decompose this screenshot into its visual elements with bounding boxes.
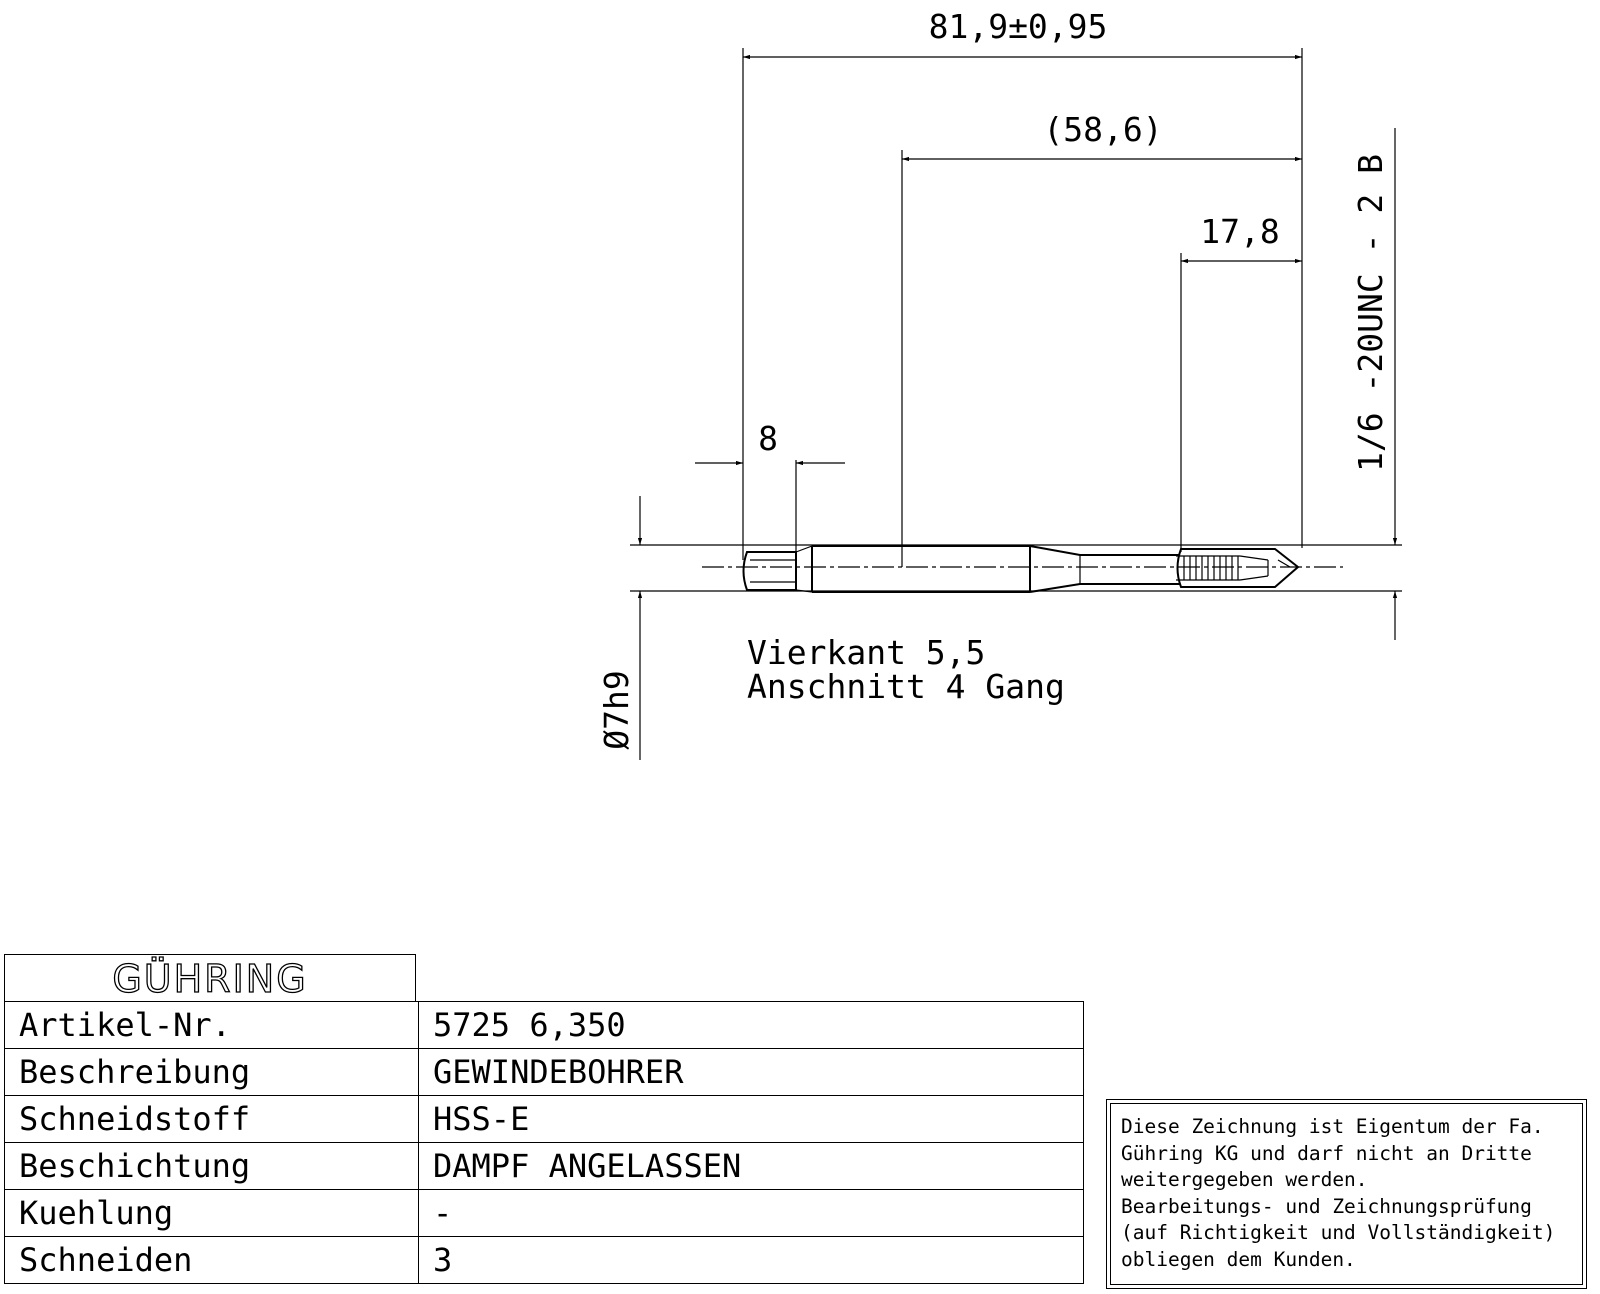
table-row: Beschreibung GEWINDEBOHRER [4, 1048, 1084, 1096]
notice-line: obliegen dem Kunden. [1121, 1247, 1356, 1271]
value-description: GEWINDEBOHRER [418, 1048, 1084, 1096]
notice-line: weitergegeben werden. [1121, 1168, 1368, 1191]
title-block: GÜHRING Artikel-Nr. 5725 6,350 Beschreib… [4, 954, 1106, 1294]
dim-thread-length: 17,8 [1200, 212, 1279, 251]
dim-thread-spec: 1/6 -20UNC - 2 B [1351, 154, 1390, 472]
title-block-table: Artikel-Nr. 5725 6,350 Beschreibung GEWI… [4, 1001, 1084, 1284]
dim-shank-diameter: Ø7h9 [597, 670, 636, 749]
dim-square-length: 8 [758, 419, 778, 458]
value-cooling: - [418, 1189, 1084, 1237]
label-material: Schneidstoff [4, 1095, 419, 1143]
label-cutting-edges: Schneiden [4, 1236, 419, 1284]
logo-cell: GÜHRING [4, 954, 416, 1002]
label-coating: Beschichtung [4, 1142, 419, 1190]
label-cooling: Kuehlung [4, 1189, 419, 1237]
value-material: HSS-E [418, 1095, 1084, 1143]
table-row: Kuehlung - [4, 1189, 1084, 1237]
table-row: Artikel-Nr. 5725 6,350 [4, 1001, 1084, 1049]
note-square: Vierkant 5,5 [747, 633, 985, 672]
value-cutting-edges: 3 [418, 1236, 1084, 1284]
thread-section [1176, 555, 1291, 581]
dim-shank-length: (58,6) [1043, 110, 1162, 149]
guehring-logo: GÜHRING [112, 956, 308, 1001]
table-row: Schneiden 3 [4, 1236, 1084, 1284]
value-coating: DAMPF ANGELASSEN [418, 1142, 1084, 1190]
notice-line: (auf Richtigkeit und Vollständigkeit) [1121, 1221, 1556, 1244]
table-row: Schneidstoff HSS-E [4, 1095, 1084, 1143]
dim-overall-length: 81,9±0,95 [929, 7, 1108, 46]
notice-line: Bearbeitungs- und Zeichnungsprüfung [1121, 1194, 1532, 1218]
dimension-lines [637, 54, 1398, 760]
ownership-notice-inner: Diese Zeichnung ist Eigentum der Fa. Güh… [1110, 1103, 1583, 1285]
table-row: Beschichtung DAMPF ANGELASSEN [4, 1142, 1084, 1190]
ownership-notice: Diese Zeichnung ist Eigentum der Fa. Güh… [1106, 1099, 1587, 1289]
label-description: Beschreibung [4, 1048, 419, 1096]
extension-lines [630, 48, 1402, 592]
value-article-number: 5725 6,350 [418, 1001, 1084, 1049]
notice-line: Diese Zeichnung ist Eigentum der Fa. [1121, 1115, 1544, 1138]
notice-line: Gühring KG und darf nicht an Dritte [1121, 1141, 1532, 1165]
label-article-number: Artikel-Nr. [4, 1001, 419, 1049]
note-chamfer: Anschnitt 4 Gang [747, 667, 1065, 706]
tap-body [702, 545, 1343, 593]
